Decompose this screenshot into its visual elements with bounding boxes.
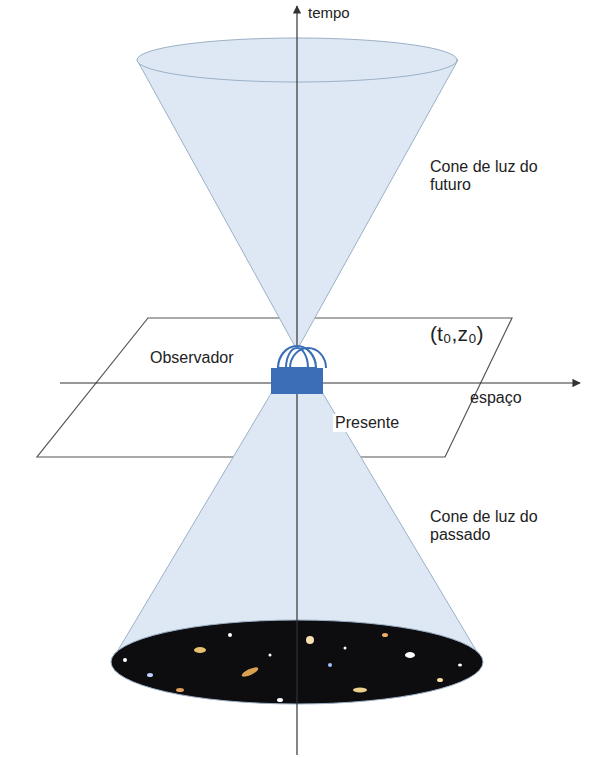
axis-label: espaço [470,389,560,407]
cone-label: Cone de luz do passado [430,508,558,545]
event-coordinate: (t₀,z₀) [430,322,540,346]
observer-label: Observador [150,349,260,367]
axis-label: tempo [308,4,388,21]
observer-icon [271,346,326,394]
plane-label: Presente [333,414,401,432]
galaxy-field [100,615,500,715]
cone-label: Cone de luz do futuro [430,158,558,195]
